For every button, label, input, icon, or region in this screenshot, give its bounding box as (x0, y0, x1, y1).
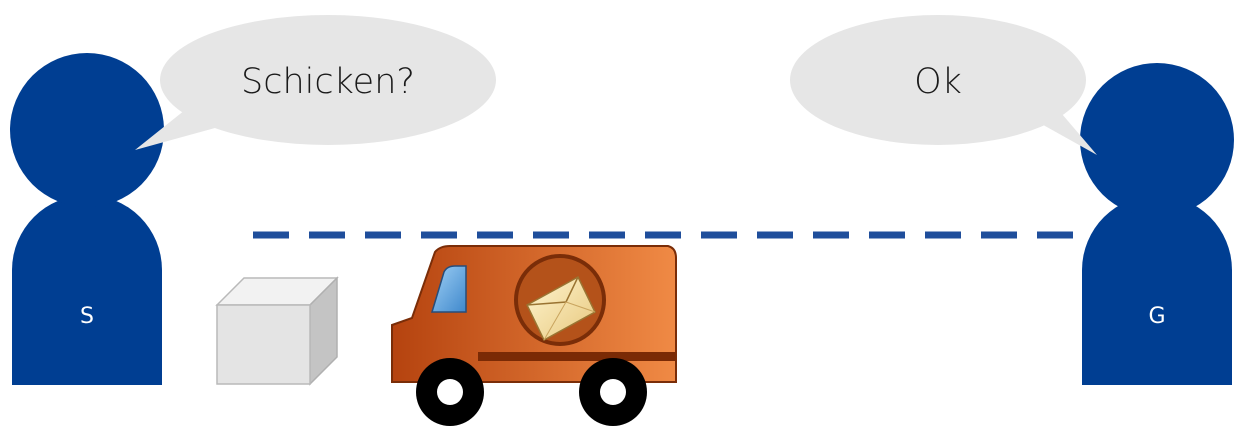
van-stripe (478, 352, 676, 361)
receiver-speech-text: Ok (914, 62, 962, 102)
package-box-icon (217, 278, 337, 384)
sender-speech-bubble: Schicken? (135, 15, 496, 150)
van-front-hubcap (437, 379, 463, 405)
package-front-face (217, 305, 310, 384)
van-rear-hubcap (600, 379, 626, 405)
receiver-head (1080, 63, 1234, 217)
sender-person: S (10, 53, 164, 385)
receiver-speech-bubble: Ok (790, 15, 1097, 155)
sender-body (12, 195, 162, 385)
receiver-label: G (1148, 304, 1165, 329)
sender-head (10, 53, 164, 207)
delivery-van-icon (392, 246, 676, 426)
receiver-person: G (1080, 63, 1234, 385)
sender-label: S (80, 304, 94, 329)
receiver-body (1082, 195, 1232, 385)
sender-speech-text: Schicken? (241, 62, 415, 102)
